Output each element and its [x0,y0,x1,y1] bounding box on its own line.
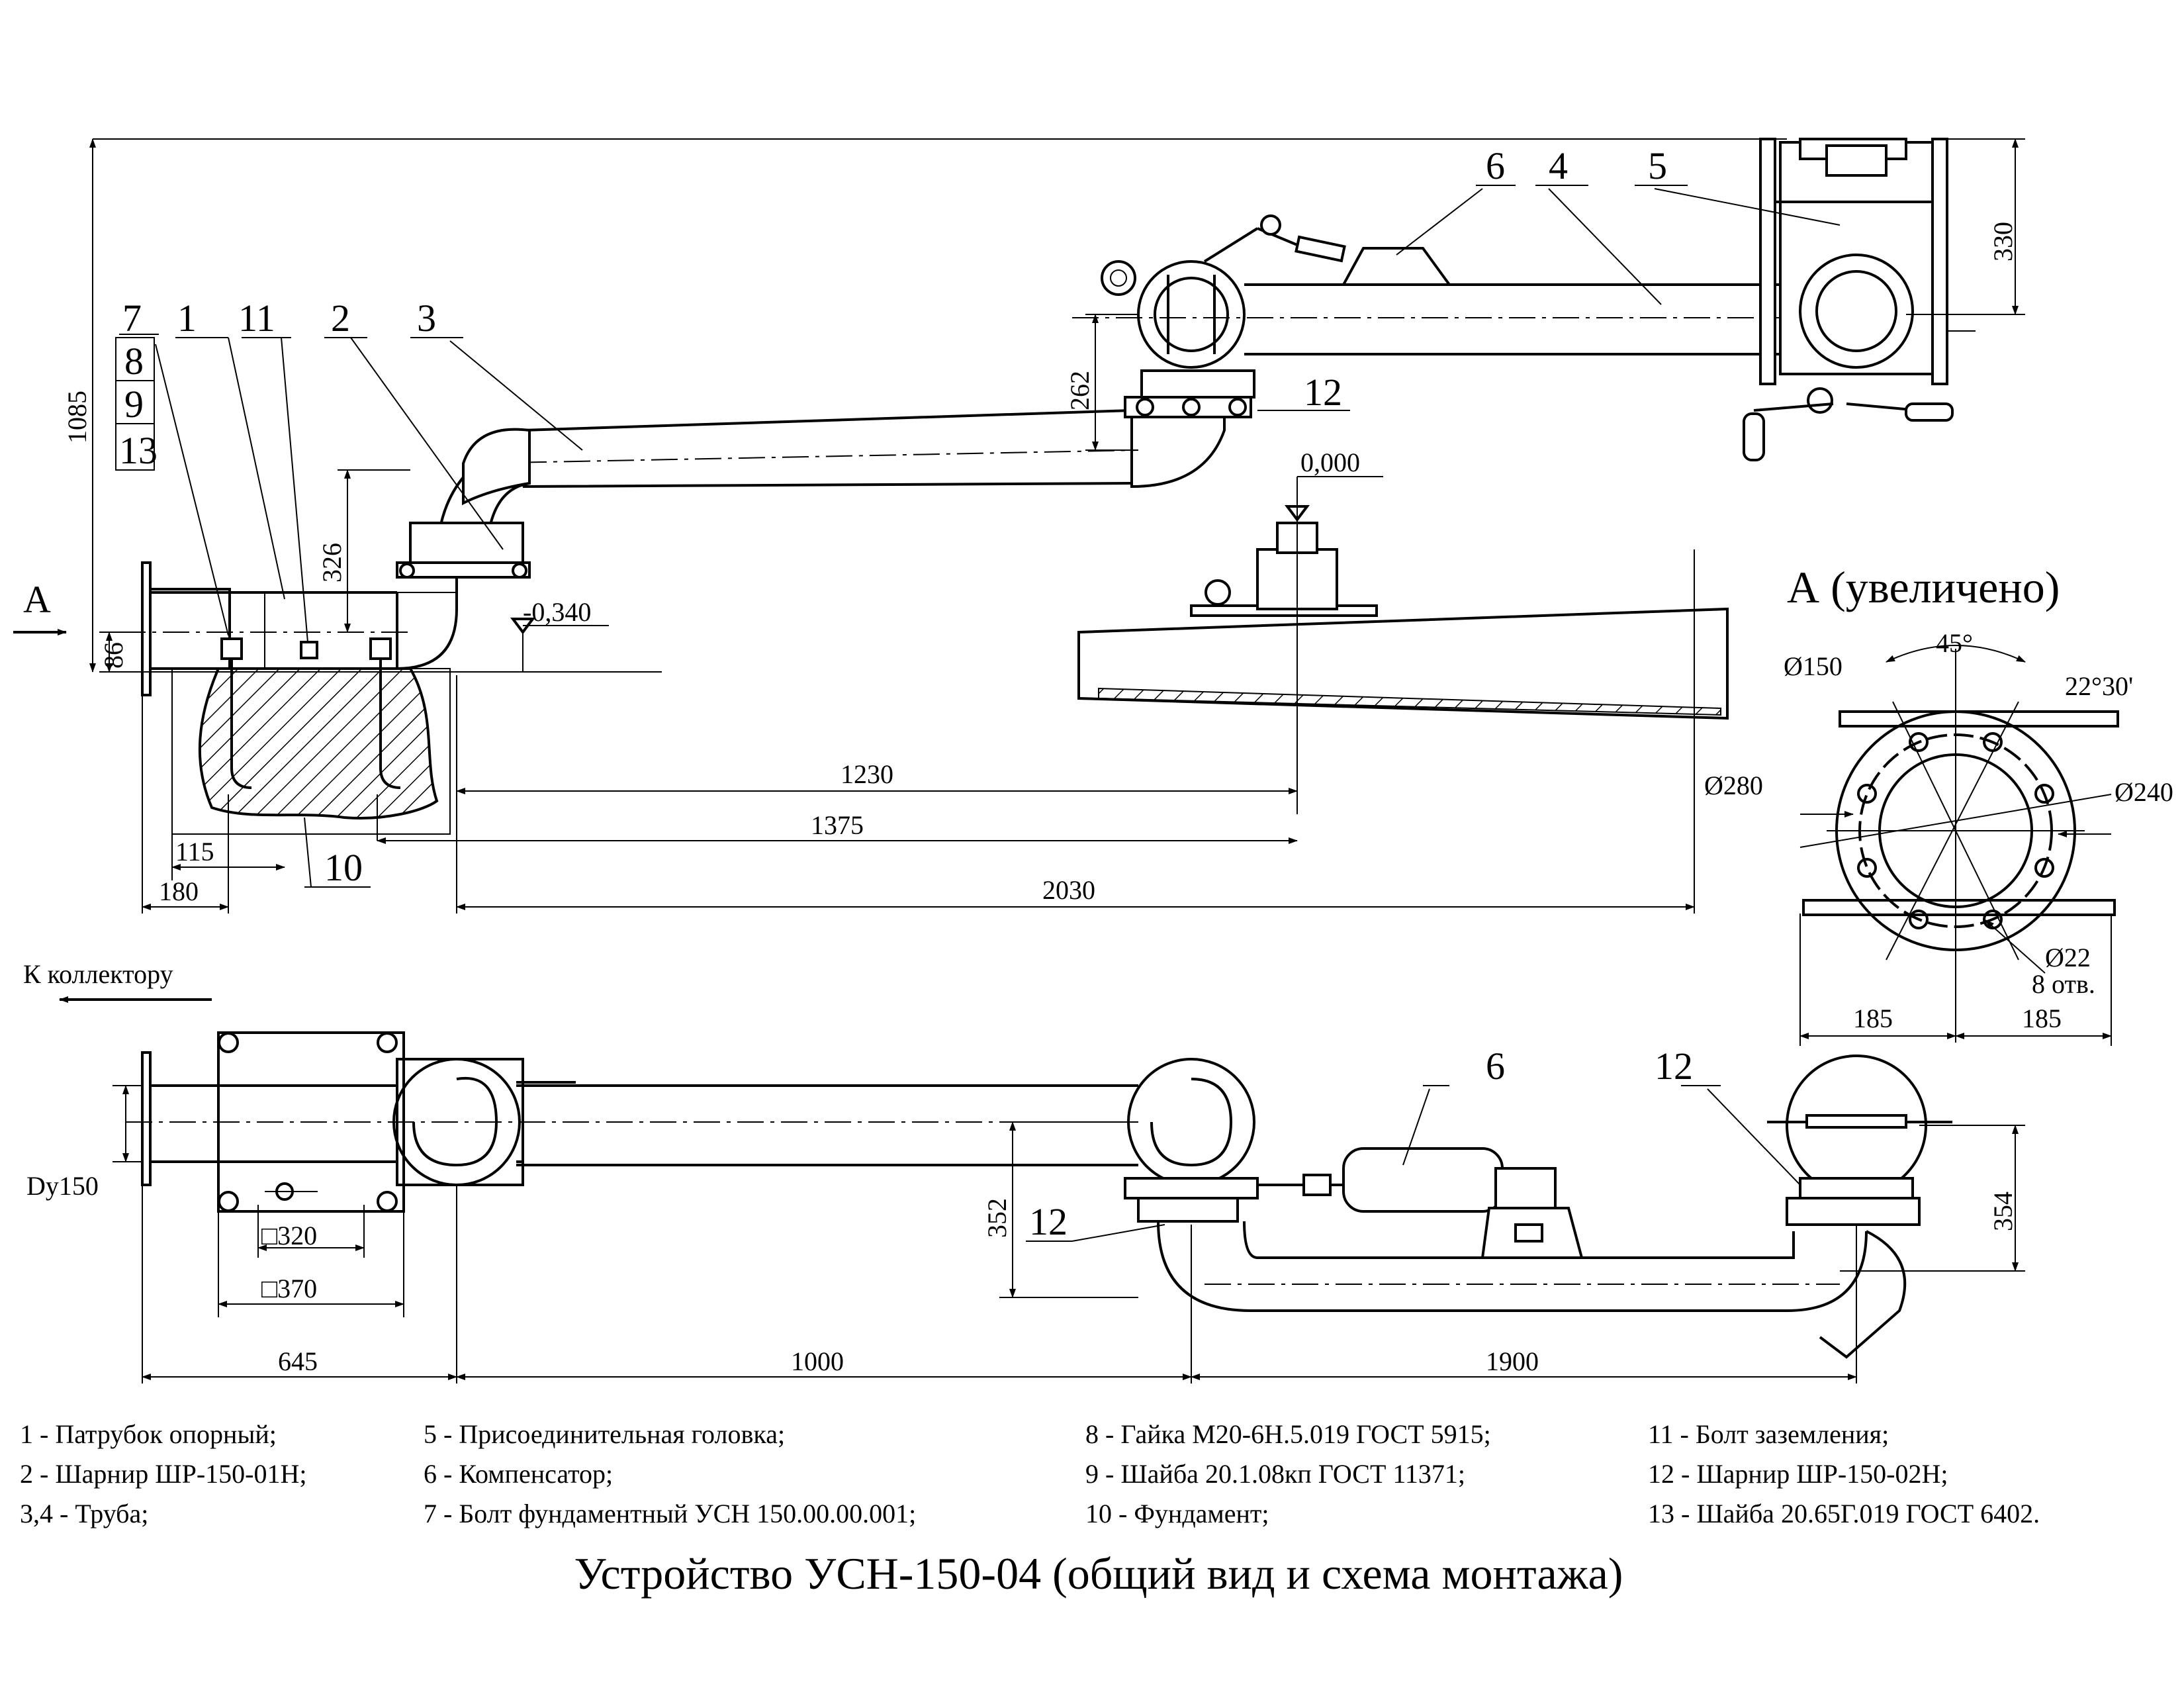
dia-280: Ø280 [1704,771,1763,800]
label-8: 8 [124,340,144,383]
label-6-bottom: 6 [1486,1045,1505,1088]
label-5: 5 [1648,144,1667,187]
legend-item: 6 - Компенсатор; [424,1459,613,1489]
label-12-left: 12 [1029,1200,1068,1243]
foundation-hatch [198,667,439,820]
dim-dy150: Dy150 [26,1171,99,1201]
dim-sq370: □370 [261,1274,317,1303]
label-10: 10 [324,846,363,889]
legend-item: 10 - Фундамент; [1085,1499,1269,1528]
legend-item: 3,4 - Труба; [20,1499,148,1528]
label-1: 1 [177,297,197,340]
dim-645: 645 [278,1346,318,1376]
dim-1000: 1000 [791,1346,844,1376]
legend-item: 11 - Болт заземления; [1648,1419,1889,1449]
label-4: 4 [1549,144,1568,187]
direction-note: К коллектору [23,959,173,989]
dim-1085: 1085 [62,391,92,444]
dim-354: 354 [1988,1192,2018,1231]
dim-1900: 1900 [1486,1346,1539,1376]
dim-1230: 1230 [841,759,893,789]
dim-sq320: □320 [261,1221,317,1250]
view-arrow-label: А [23,578,51,621]
dia-22: Ø22 [2045,943,2091,972]
label-7: 7 [122,297,142,340]
legend-item: 9 - Шайба 20.1.08кп ГОСТ 11371; [1085,1459,1465,1489]
dia-150: Ø150 [1784,651,1843,681]
legend-item: 12 - Шарнир ШР-150-02Н; [1648,1459,1948,1489]
dim-185-left: 185 [1853,1004,1893,1033]
label-12-bottom: 12 [1655,1045,1693,1088]
part-labels: 7 8 9 13 1 11 2 3 6 4 5 12 10 6 12 12 [119,144,1693,1243]
label-3: 3 [417,297,436,340]
label-2: 2 [331,297,350,340]
level-minus-340: -0,340 [523,597,591,627]
legend-item: 7 - Болт фундаментный УСН 150.00.00.001; [424,1499,916,1528]
legend-item: 2 - Шарнир ШР-150-01Н; [20,1459,306,1489]
plan-view [59,996,2025,1383]
dim-1375: 1375 [811,810,864,840]
label-9: 9 [124,383,144,426]
dim-326: 326 [317,543,347,583]
dim-262: 262 [1065,371,1095,410]
level-zero: 0,000 [1300,447,1360,477]
view-a-title: А (увеличено) [1787,562,2060,612]
holes-count: 8 отв. [2032,969,2095,999]
dim-2030: 2030 [1042,875,1095,905]
dim-330: 330 [1988,222,2018,261]
legend-item: 1 - Патрубок опорный; [20,1419,277,1449]
legend-item: 5 - Присоединительная головка; [424,1419,785,1449]
dim-86: 86 [99,642,128,669]
dim-185-right: 185 [2022,1004,2062,1033]
label-12-top: 12 [1304,371,1342,414]
angle-45: 45° [1936,628,1973,658]
angle-22-30: 22°30' [2065,671,2133,701]
view-a-flange [1799,645,2119,1046]
label-11: 11 [238,297,275,340]
label-13: 13 [119,429,158,472]
dimension-labels: 1085 86 326 262 330 0,000 -0,340 1230 13… [26,222,2173,1376]
label-6-top: 6 [1486,144,1505,187]
legend: 1 - Патрубок опорный; 2 - Шарнир ШР-150-… [20,1419,2040,1528]
side-elevation-view [13,138,2025,914]
dim-352: 352 [982,1198,1012,1238]
legend-item: 8 - Гайка М20-6Н.5.019 ГОСТ 5915; [1085,1419,1491,1449]
dim-180: 180 [159,876,199,906]
legend-item: 13 - Шайба 20.65Г.019 ГОСТ 6402. [1648,1499,2040,1528]
drawing-title: Устройство УСН-150-04 (общий вид и схема… [574,1548,1623,1599]
dim-115: 115 [175,837,214,867]
dia-240: Ø240 [2115,777,2173,807]
